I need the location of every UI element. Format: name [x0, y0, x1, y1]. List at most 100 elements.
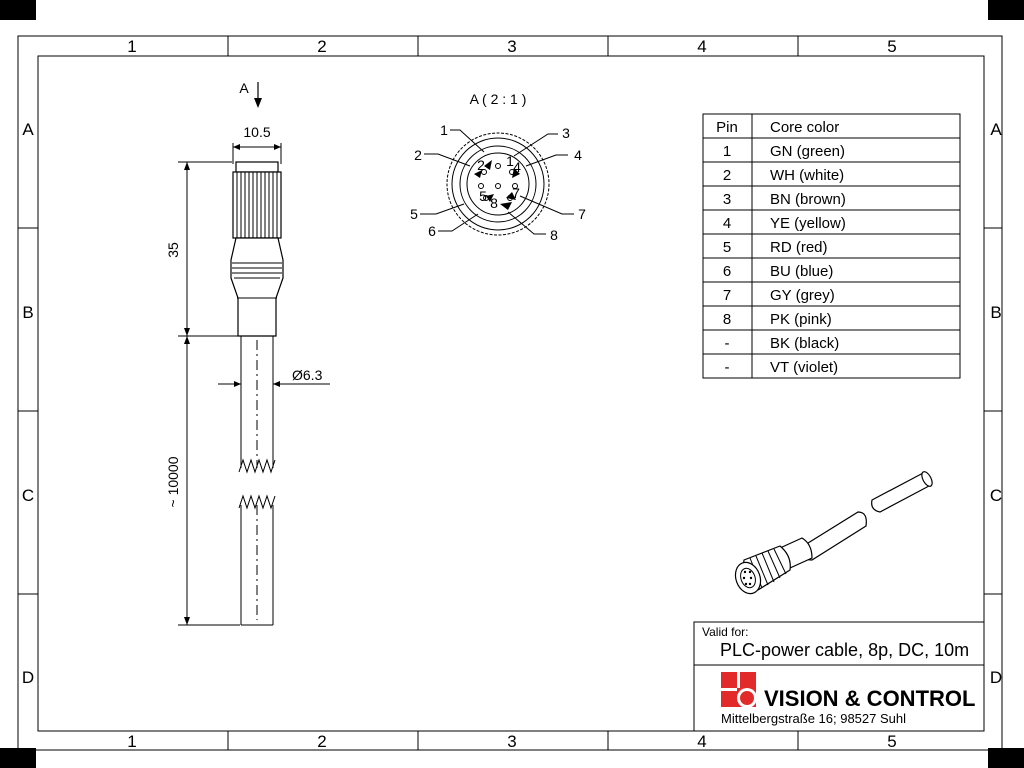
column-label: 3 [507, 732, 516, 751]
pin-label-5: 5 [410, 206, 418, 222]
drawing-border [37, 55, 985, 732]
table-cell-pin: 7 [723, 287, 731, 304]
pin-inner-label: 7 [512, 185, 520, 201]
row-label: D [22, 668, 34, 687]
cable-3d-illustration [734, 471, 933, 595]
outer-frame [17, 35, 1003, 751]
title-block: Valid for: PLC-power cable, 8p, DC, 10m … [693, 621, 985, 732]
connector-body [230, 237, 284, 337]
grid-row-labels-left: A B C D [22, 120, 34, 687]
pin-label-3: 3 [562, 125, 570, 141]
row-label: A [990, 120, 1002, 139]
table-cell-color: WH (white) [770, 167, 844, 184]
table-cell-pin: 5 [723, 239, 731, 256]
table-cell-pin: - [725, 335, 730, 352]
table-cell-pin: - [725, 359, 730, 376]
pin-label-1: 1 [440, 122, 448, 138]
column-label: 3 [507, 37, 516, 56]
connector-cap [235, 161, 279, 173]
dimension-width-top: 10.5 [243, 124, 270, 140]
table-cell-color: VT (violet) [770, 359, 838, 376]
pin-arrows [474, 160, 520, 210]
insert-face [466, 152, 530, 216]
column-label: 4 [697, 37, 706, 56]
column-dividers [227, 36, 799, 750]
pin-label-8: 8 [550, 227, 558, 243]
table-cell-color: PK (pink) [770, 311, 832, 328]
pin-inner-label: 5 [479, 188, 487, 204]
pin-inner-label: 8 [490, 195, 498, 211]
pin-label-7: 7 [578, 206, 586, 222]
dimension-head-length-label: 35 [165, 242, 181, 258]
column-label: 5 [887, 732, 896, 751]
table-cell-pin: 8 [723, 311, 731, 328]
row-dividers [18, 227, 1002, 595]
column-label: 1 [127, 732, 136, 751]
row-label: B [22, 303, 33, 322]
pin-leaders [420, 129, 574, 235]
pin-label-4: 4 [574, 147, 582, 163]
ring-inner [451, 137, 545, 231]
table-cell-color: RD (red) [770, 239, 828, 256]
pin-inner-label: 4 [513, 159, 521, 175]
dimension-cable-length-label: ~ 10000 [165, 456, 181, 507]
table-cell-color: GY (grey) [770, 287, 835, 304]
table-border [702, 113, 961, 379]
detail-view-label: A ( 2 : 1 ) [470, 91, 527, 107]
cable-end-piece [871, 471, 931, 513]
company-name: VISION & CONTROL [764, 686, 975, 711]
pin-inner-label: 1 [506, 153, 514, 169]
column-label: 2 [317, 37, 326, 56]
dimension-head-length: 35 [165, 161, 238, 337]
table-cell-color: GN (green) [770, 143, 845, 160]
table-cell-pin: 3 [723, 191, 731, 208]
connector-side-view: A 10.5 [165, 80, 330, 626]
dimension-diameter: Ø6.3 [218, 367, 330, 387]
cable-upper [238, 336, 276, 474]
table-cell-pin: 2 [723, 167, 731, 184]
body-grooves [232, 262, 282, 299]
pin-dots-3d [742, 570, 753, 586]
knurled-ring-outer [446, 132, 550, 236]
table-cell-pin: 1 [723, 143, 731, 160]
column-label: 2 [317, 732, 326, 751]
grid-column-labels-bottom: 1 2 3 4 5 [127, 732, 896, 751]
pin-label-2: 2 [414, 147, 422, 163]
row-label: B [990, 303, 1001, 322]
product-name: PLC-power cable, 8p, DC, 10m [720, 640, 969, 660]
view-arrow-label: A [239, 80, 249, 96]
knurl-pattern [236, 172, 278, 238]
table-cell-pin: 4 [723, 215, 731, 232]
row-label: D [990, 668, 1002, 687]
table-header-pin: Pin [716, 119, 738, 136]
table-cell-color: YE (yellow) [770, 215, 846, 232]
table-cell-color: BU (blue) [770, 263, 833, 280]
row-label: A [22, 120, 34, 139]
pin-color-table: Pin Core color 1 GN (green) 2 WH (white)… [702, 113, 961, 379]
table-cell-color: BN (brown) [770, 191, 846, 208]
cable-lower [238, 494, 276, 626]
grid-row-labels-right: A B C D [990, 120, 1002, 687]
valid-for-label: Valid for: [702, 625, 748, 639]
title-block-border [693, 621, 985, 732]
grid-column-labels-top: 1 2 3 4 5 [127, 37, 896, 56]
table-row-lines [703, 137, 960, 355]
row-label: C [990, 486, 1002, 505]
view-arrow-head [254, 98, 262, 108]
dimension-diameter-label: Ø6.3 [292, 367, 323, 383]
column-label: 4 [697, 732, 706, 751]
company-logo [721, 672, 757, 708]
pin-inner-label: 2 [477, 157, 485, 173]
row-label: C [22, 486, 34, 505]
column-label: 1 [127, 37, 136, 56]
column-label: 5 [887, 37, 896, 56]
insert-outline [459, 145, 537, 223]
table-header-color: Core color [770, 119, 839, 136]
dimension-cable-length: ~ 10000 [165, 336, 240, 626]
pin-label-6: 6 [428, 223, 436, 239]
company-address: Mittelbergstraße 16; 98527 Suhl [721, 711, 906, 726]
table-cell-pin: 6 [723, 263, 731, 280]
connector-front-view: A ( 2 : 1 ) 1 2 4 5 7 8 [410, 91, 586, 243]
